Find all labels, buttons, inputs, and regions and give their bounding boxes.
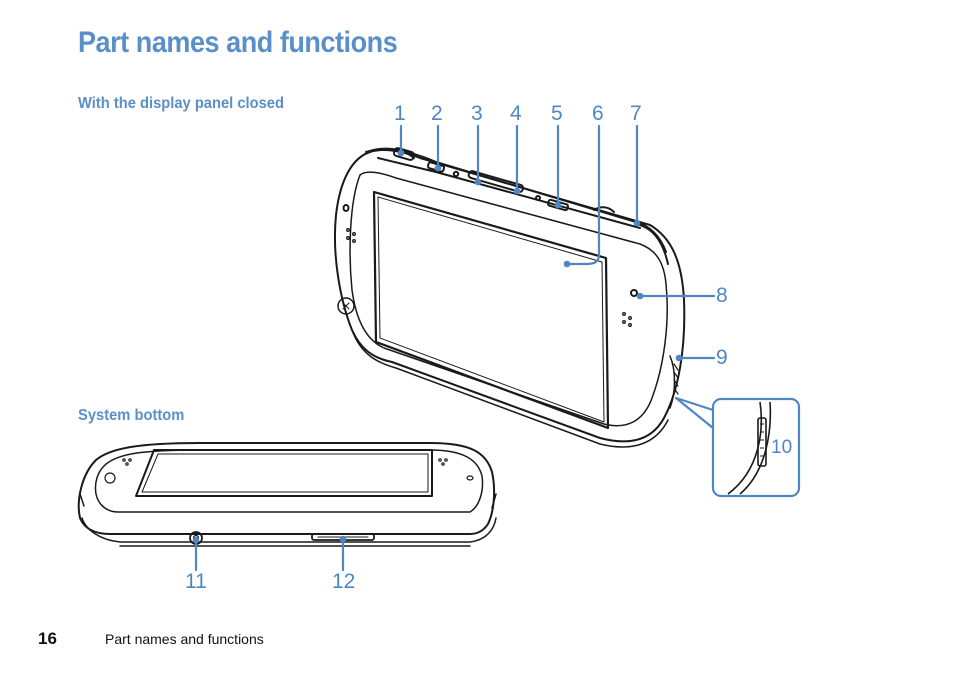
- callout-4: 4: [510, 102, 522, 125]
- page-number: 16: [38, 629, 57, 648]
- callout-8: 8: [716, 284, 728, 307]
- callout-1: 1: [394, 102, 406, 125]
- bottom-callout-leaders: [192, 535, 347, 572]
- callout-2: 2: [431, 102, 443, 125]
- section-heading-closed: With the display panel closed: [78, 95, 284, 112]
- callout-leaders: [397, 124, 716, 430]
- callout-7: 7: [630, 102, 642, 125]
- callout-3: 3: [471, 102, 483, 125]
- callout-5: 5: [551, 102, 563, 125]
- callout-9: 9: [716, 346, 728, 369]
- running-footer-title: Part names and functions: [105, 631, 264, 647]
- callout-6: 6: [592, 102, 604, 125]
- callout-11: 11: [185, 570, 207, 593]
- page-title: Part names and functions: [78, 26, 398, 59]
- inset-detail-10: [711, 397, 801, 498]
- device-front-view: [333, 147, 686, 448]
- section-heading-bottom: System bottom: [78, 407, 185, 424]
- callout-10: 10: [771, 437, 793, 458]
- device-bottom-view: [77, 442, 497, 547]
- callout-12: 12: [332, 570, 356, 593]
